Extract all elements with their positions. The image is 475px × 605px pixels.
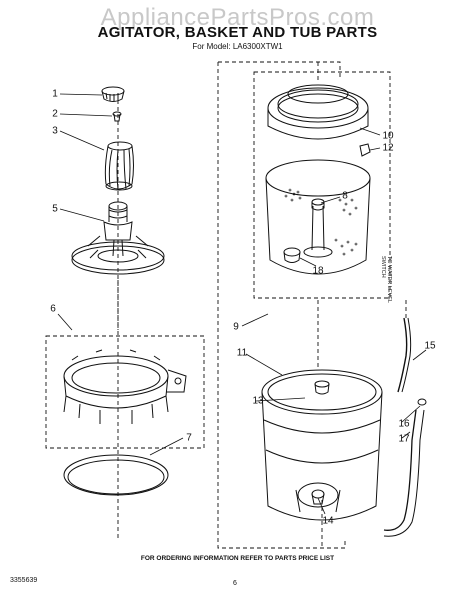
callout-18: 18	[312, 265, 324, 277]
water-level-note-line1: TO WATER LEVEL	[386, 256, 392, 303]
hose-clamp	[418, 399, 426, 405]
balance-ring	[64, 350, 186, 424]
air-hose	[384, 410, 424, 536]
model-subtitle: For Model: LA6300XTW1	[192, 42, 283, 51]
agitator-cap	[102, 87, 124, 102]
watermark-text: AppliancePartsPros.com	[100, 4, 375, 31]
basket-top-ring	[268, 85, 368, 139]
dashed-guide-lines	[46, 62, 406, 548]
callout-6: 6	[50, 303, 56, 315]
page-number: 6	[233, 580, 237, 587]
callout-17: 17	[398, 433, 410, 445]
air-dome-tube	[398, 318, 411, 392]
basket-hub	[284, 248, 300, 263]
water-level-switch-note: TO WATER LEVEL SWITCH	[380, 256, 392, 303]
agitator-barrel	[105, 142, 133, 190]
callout-2: 2	[52, 108, 58, 120]
balance-ring-group-box	[46, 336, 204, 448]
agitator-base	[72, 202, 164, 274]
document-number: 3355639	[10, 577, 38, 584]
callout-15: 15	[424, 340, 436, 352]
basket-group-box	[254, 72, 390, 298]
diagram-title: AGITATOR, BASKET AND TUB PARTS	[97, 24, 378, 41]
callout-13: 13	[252, 395, 264, 407]
callout-10: 10	[382, 130, 394, 142]
callout-8: 8	[342, 190, 348, 202]
water-level-note-line2: SWITCH	[380, 256, 386, 278]
agitator-screw	[113, 112, 121, 121]
leader-lines	[58, 94, 426, 514]
callout-16: 16	[398, 418, 410, 430]
outer-tub	[262, 370, 382, 520]
ring-seal	[64, 455, 168, 495]
basket-drive-nut	[312, 199, 324, 210]
callout-3: 3	[52, 125, 58, 137]
callout-14: 14	[322, 515, 334, 527]
callout-11: 11	[236, 347, 248, 359]
basket-perforations	[285, 189, 357, 255]
tub-seal	[315, 381, 329, 394]
callout-1: 1	[52, 88, 58, 100]
callout-9: 9	[233, 321, 239, 333]
spin-basket	[266, 160, 370, 274]
ordering-info-note: FOR ORDERING INFORMATION REFER TO PARTS …	[140, 555, 335, 562]
callout-7: 7	[186, 432, 192, 444]
basket-clip	[360, 144, 370, 156]
callout-12: 12	[382, 142, 394, 154]
callout-5: 5	[52, 203, 58, 215]
drain-fitting	[312, 490, 324, 504]
